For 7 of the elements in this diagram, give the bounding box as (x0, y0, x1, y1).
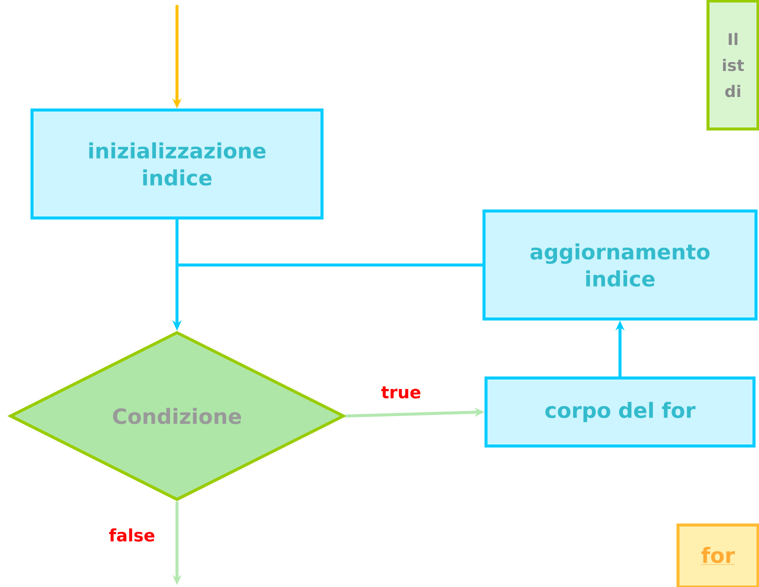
process-box: for (676, 524, 759, 587)
edge-label: true (380, 385, 422, 400)
edge-label: false (108, 527, 156, 543)
process-box: aggiornamento indice (482, 210, 758, 320)
process-box: Il ist di (706, 0, 759, 130)
process-box: corpo del for (484, 376, 756, 448)
process-box: inizializzazione indice (30, 108, 324, 220)
